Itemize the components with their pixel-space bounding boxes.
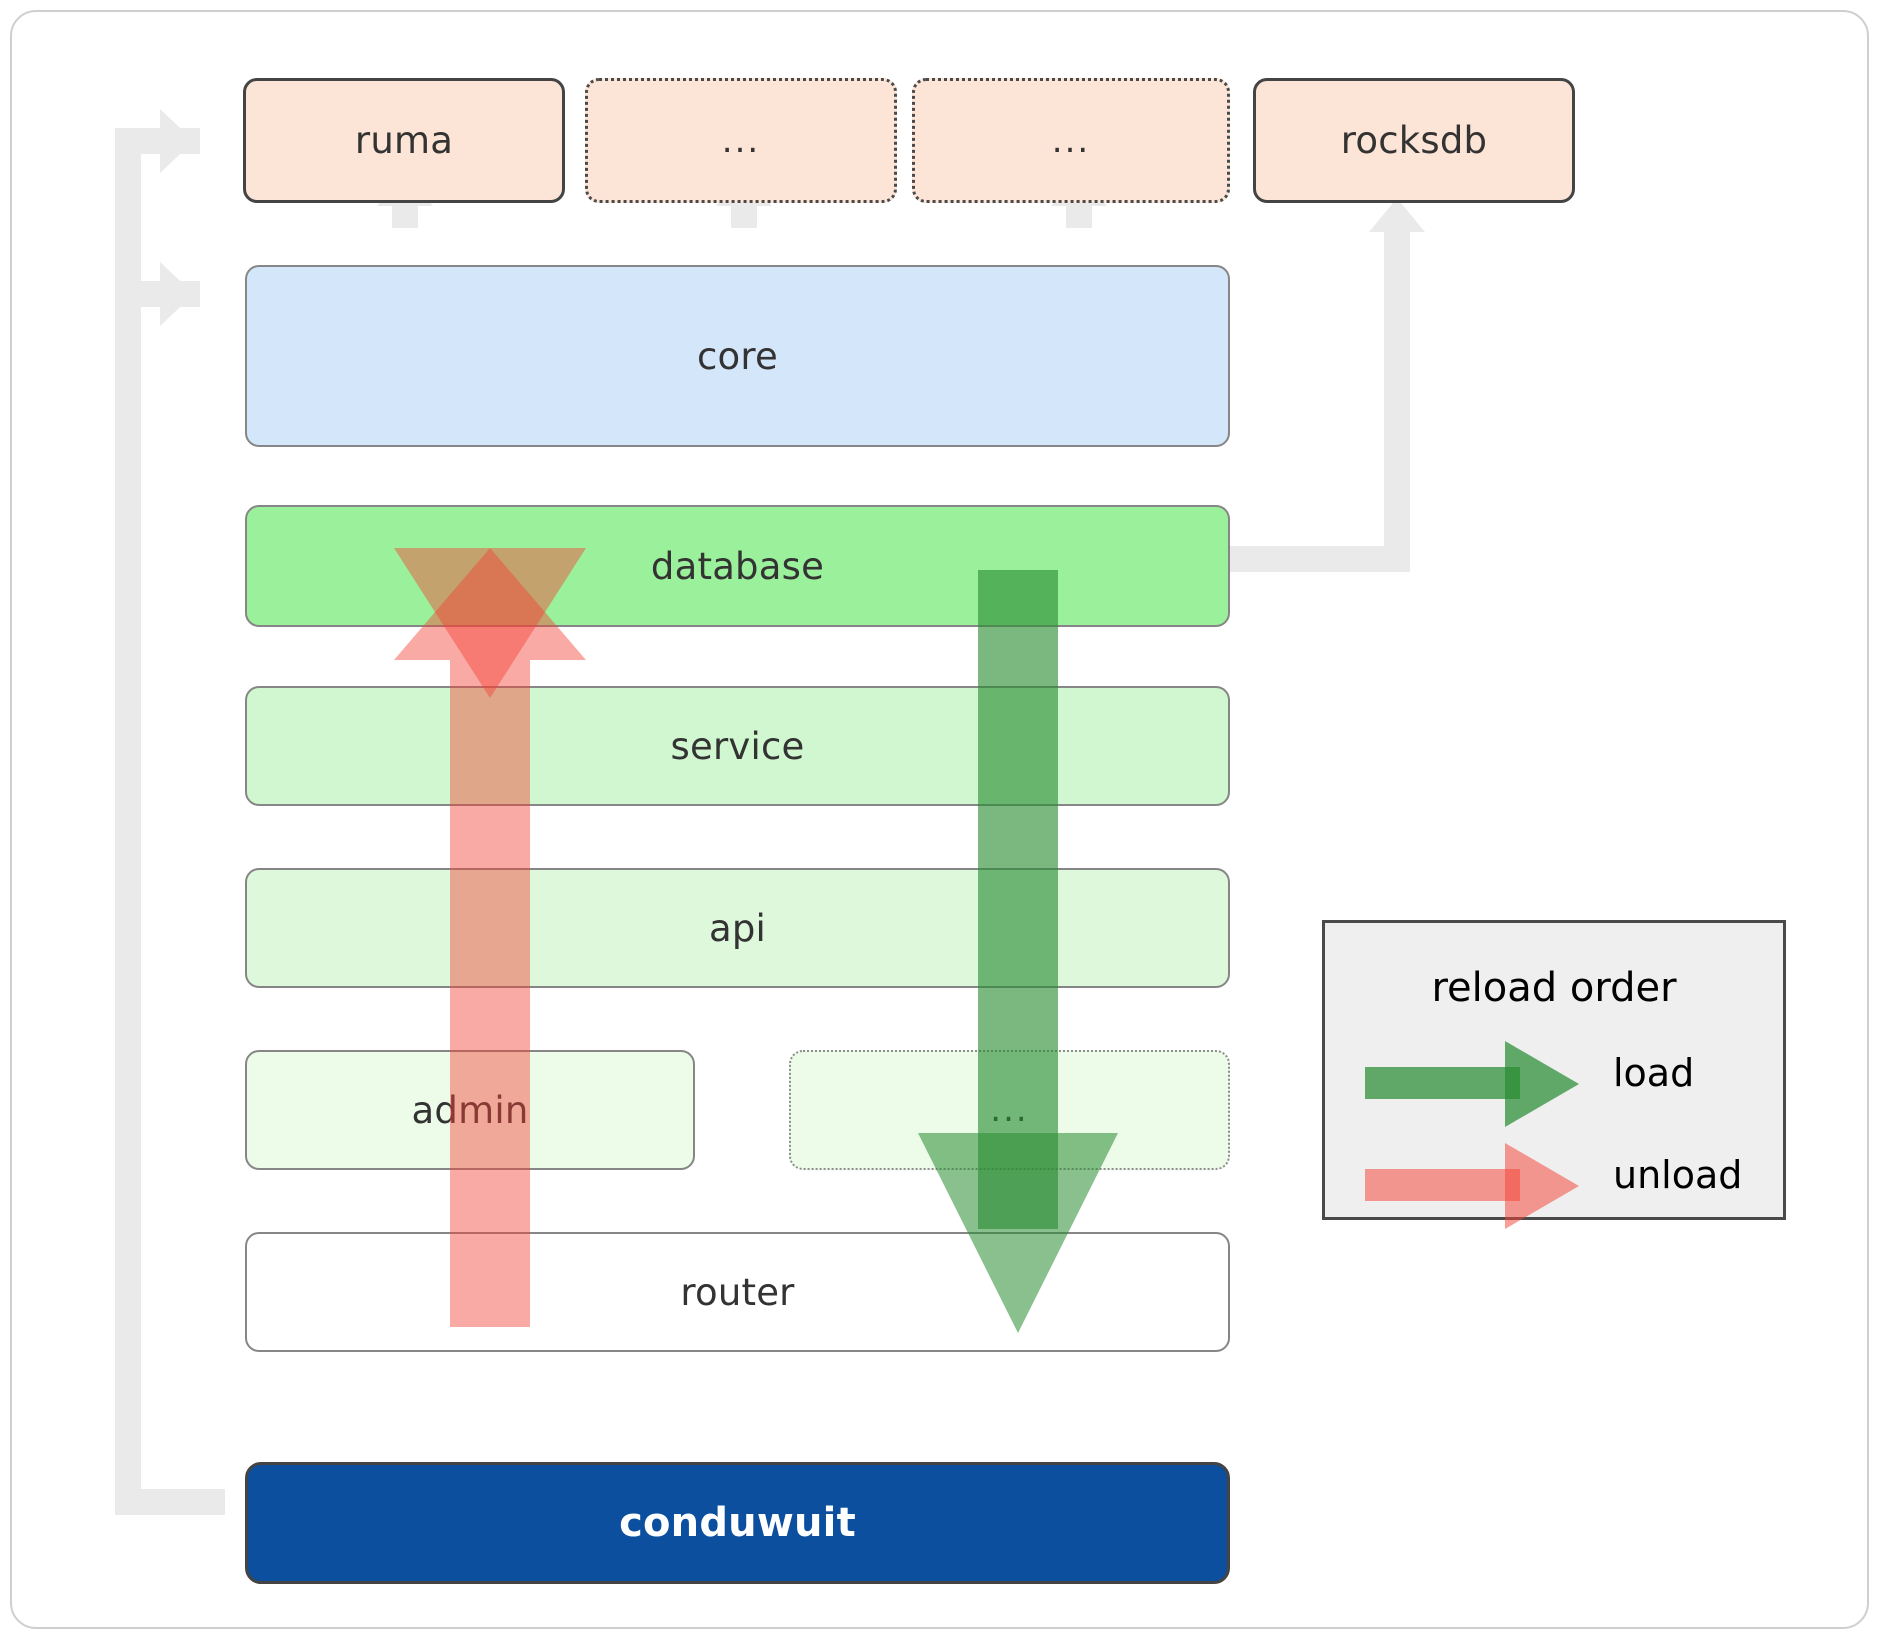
node-ext-dots-2[interactable]: ... xyxy=(912,78,1230,203)
node-database-label: database xyxy=(650,544,825,588)
legend-load-label: load xyxy=(1613,1051,1695,1095)
connector-db-to-rocksdb-arrow xyxy=(1369,198,1425,232)
legend-title: reload order xyxy=(1431,965,1677,1011)
node-ruma-label: ruma xyxy=(354,119,454,162)
legend-unload-label: unload xyxy=(1613,1153,1743,1197)
flow-unload-head-triangle xyxy=(394,548,586,660)
legend-unload-arrow-shaft xyxy=(1365,1169,1520,1201)
node-rocksdb[interactable]: rocksdb xyxy=(1253,78,1575,203)
node-router-label: router xyxy=(680,1270,795,1314)
node-admin-label: admin xyxy=(411,1088,529,1132)
node-ext-dots-1-label: ... xyxy=(721,120,761,161)
flow-load-shaft xyxy=(978,570,1058,1229)
connector-db-to-rocksdb-vertical xyxy=(1384,230,1410,572)
node-conduwuit[interactable]: conduwuit xyxy=(245,1462,1230,1584)
node-api[interactable]: api xyxy=(245,868,1230,988)
legend-unload-arrow-head xyxy=(1505,1143,1579,1229)
node-conduwuit-label: conduwuit xyxy=(619,1500,856,1546)
connector-trunk-left xyxy=(115,128,141,1515)
node-database[interactable]: database xyxy=(245,505,1230,627)
legend-item-unload: unload xyxy=(1365,1143,1749,1229)
legend-load-arrow-head xyxy=(1505,1041,1579,1127)
node-ext-dots-1[interactable]: ... xyxy=(585,78,897,203)
legend-load-arrow-shaft xyxy=(1365,1067,1520,1099)
connector-db-to-rocksdb-horizontal xyxy=(1218,546,1410,572)
node-admin[interactable]: admin xyxy=(245,1050,695,1170)
diagram-frame xyxy=(10,10,1869,1629)
node-service-label: service xyxy=(670,724,805,768)
connector-arrow-ruma xyxy=(160,109,194,173)
legend-panel: reload order load unload xyxy=(1322,920,1786,1229)
node-rocksdb-label: rocksdb xyxy=(1340,119,1488,162)
node-service[interactable]: service xyxy=(245,686,1230,806)
connector-branch-conduwuit xyxy=(115,1489,225,1515)
connector-arrow-core xyxy=(160,262,194,326)
node-api-label: api xyxy=(708,906,767,950)
node-core[interactable]: core xyxy=(245,265,1230,447)
node-core-label: core xyxy=(697,334,778,378)
node-ext-dots-2-label: ... xyxy=(1051,120,1091,161)
flow-unload-shaft xyxy=(450,660,530,1327)
node-ruma[interactable]: ruma xyxy=(243,78,565,203)
flow-load-head-triangle xyxy=(918,1133,1118,1333)
legend-item-load: load xyxy=(1365,1041,1749,1127)
